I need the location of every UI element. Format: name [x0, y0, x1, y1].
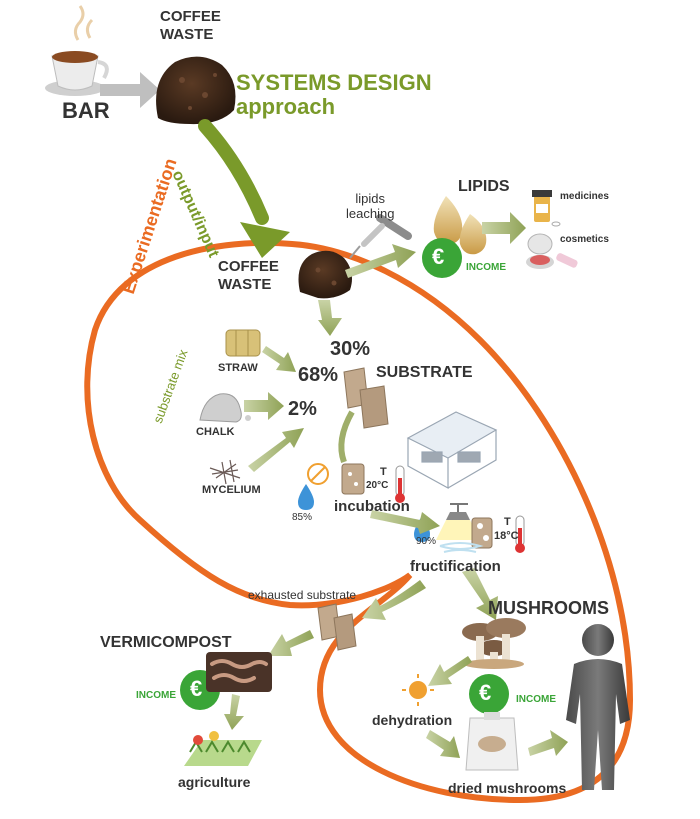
euro-circle-lipids	[422, 238, 462, 278]
euro-symbol-mushrooms: €	[479, 680, 492, 705]
medicines-icon	[532, 190, 561, 227]
experimentation-loop	[84, 239, 634, 804]
income-label-lipids: INCOME	[466, 262, 506, 273]
euro-circle-mushrooms	[469, 674, 509, 714]
chalk-label: CHALK	[196, 426, 235, 438]
lipids-leaching-label: lipids leaching	[346, 191, 395, 221]
mushrooms-label: MUSHROOMS	[488, 598, 609, 618]
temp-fructification-label: 18°C	[494, 530, 519, 542]
lipids-drops-icon	[433, 196, 487, 255]
temp-symbol-incubation: T	[380, 466, 387, 478]
cosmetics-icon	[526, 233, 578, 269]
vermicompost-label: VERMICOMPOST	[100, 634, 232, 651]
humidity-fructification-label: 90%	[416, 536, 437, 547]
exhausted-substrate-icon	[317, 603, 357, 651]
incubation-bag-icon	[341, 463, 365, 495]
dehydration-label: dehydration	[372, 712, 453, 728]
systems-design-title: SYSTEMS DESIGN	[236, 70, 432, 95]
lipids-to-products-arrow	[482, 212, 526, 244]
chalk-arrow	[244, 392, 284, 420]
percent-68: 68%	[298, 364, 339, 386]
cosmetics-label: cosmetics	[560, 234, 609, 245]
substrate-label: SUBSTRATE	[376, 364, 473, 381]
to-consumer-arrow	[528, 730, 568, 756]
mycelium-icon	[209, 459, 241, 485]
lamp-icon	[436, 503, 480, 540]
dried-mushrooms-bag-icon	[465, 712, 519, 771]
exhausted-substrate-label: exhausted substrate	[248, 588, 357, 602]
bar-to-waste-arrow	[100, 72, 160, 108]
fructification-bag-icon	[471, 517, 493, 549]
temp-incubation-label: 20°C	[366, 480, 389, 491]
greenhouse-icon	[406, 411, 498, 490]
mushrooms-cluster-icon	[462, 618, 526, 669]
pipette-icon	[349, 214, 412, 259]
waste-to-lipids-arrow	[345, 244, 416, 278]
bar-label: BAR	[62, 98, 110, 123]
coffee-waste-pile-middle	[298, 250, 352, 299]
humidity-drop-incubation	[298, 484, 314, 510]
income-label-mushrooms: INCOME	[516, 694, 556, 705]
waste-to-substrate-arrow	[318, 300, 342, 336]
mycelium-label: MYCELIUM	[202, 484, 261, 496]
to-agriculture-arrow	[224, 694, 244, 730]
medicines-label: medicines	[560, 191, 609, 202]
no-light-icon	[307, 463, 329, 485]
euro-symbol-lipids: €	[432, 244, 445, 269]
thermometer-incubation-icon	[395, 465, 405, 503]
dried-mushrooms-label: dried mushrooms	[448, 780, 567, 796]
agriculture-label: agriculture	[178, 774, 251, 790]
fructification-to-mushrooms-arrow	[462, 568, 498, 620]
euro-symbol-vermicompost: €	[190, 676, 203, 701]
coffee-waste-pile-top	[156, 56, 236, 125]
airflow-icon	[439, 542, 484, 553]
lipids-label: LIPIDS	[458, 178, 510, 195]
thermometer-fructification-icon	[515, 515, 525, 553]
to-dried-mushrooms-arrow	[426, 730, 460, 758]
to-dehydration-arrow	[428, 656, 472, 686]
fructification-label: fructification	[410, 558, 501, 575]
coffee-waste-top-label: COFFEE WASTE	[160, 8, 221, 43]
percent-30: 30%	[330, 338, 371, 360]
worms-icon	[206, 652, 272, 692]
incubation-label: incubation	[334, 498, 410, 515]
temp-symbol-fructification: T	[504, 516, 511, 528]
humidity-incubation-label: 85%	[292, 512, 313, 523]
coffee-waste-mid-label: COFFEE WASTE	[218, 258, 279, 293]
straw-label: STRAW	[218, 362, 258, 374]
output-input-arrow	[198, 119, 269, 225]
straw-bale-icon	[225, 329, 261, 357]
sun-icon	[402, 674, 434, 706]
agriculture-icon	[184, 731, 262, 766]
to-exhausted-substrate-arrow	[362, 580, 426, 620]
substrate-blocks-icon	[343, 367, 389, 429]
consumer-person-icon	[566, 624, 630, 790]
coffee-cup-icon	[45, 5, 109, 96]
to-vermicompost-arrow	[268, 630, 314, 656]
percent-2: 2%	[288, 398, 317, 420]
income-label-vermicompost: INCOME	[136, 690, 176, 701]
approach-subtitle: approach	[236, 94, 336, 119]
mycelium-arrow	[248, 428, 304, 472]
straw-arrow	[262, 346, 296, 372]
substrate-to-incubation-arrow	[338, 410, 355, 464]
chalk-icon	[199, 393, 251, 423]
incubation-to-fructification-arrow	[370, 510, 440, 534]
